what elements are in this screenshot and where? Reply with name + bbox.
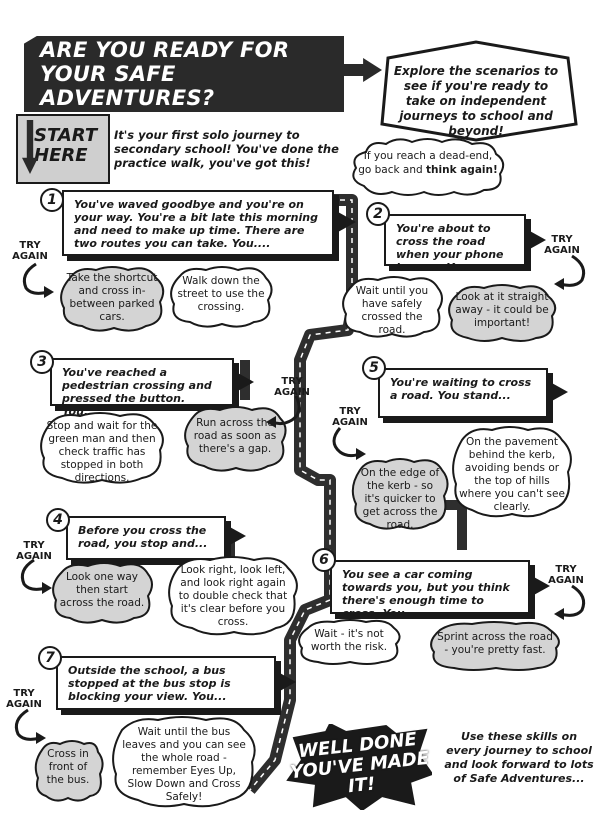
cloud-icon — [452, 426, 572, 518]
cloud-icon — [112, 716, 256, 808]
curved-arrow-icon — [20, 558, 52, 594]
step-1-answer-a[interactable]: Take the shortcut and cross in-between p… — [56, 264, 168, 334]
step-6-answer-b[interactable]: Sprint across the road - you're pretty f… — [426, 620, 564, 672]
try-again-label: TRY AGAIN — [12, 240, 48, 262]
cloud-icon — [352, 138, 505, 196]
cloud-icon — [60, 266, 165, 332]
dead-end-emphasis: think again! — [426, 164, 498, 176]
step-5-question: You're waiting to cross a road. You stan… — [378, 368, 548, 418]
step-4-answer-a[interactable]: Look one way then start across the road. — [48, 560, 156, 626]
page-title: ARE YOU READY FOR YOUR SAFE ADVENTURES? — [40, 38, 290, 110]
step-6-question: You see a car coming towards you, but yo… — [330, 560, 530, 620]
step-number: 2 — [366, 202, 390, 226]
final-text: Use these skills on every journey to sch… — [444, 730, 594, 785]
step-1-answer-b[interactable]: Walk down the street to use the crossing… — [166, 264, 276, 330]
burst-icon — [286, 724, 432, 810]
step-7-answer-b[interactable]: Wait until the bus leaves and you can se… — [108, 714, 260, 810]
step-2-answer-b[interactable]: Look at it straight away - it could be i… — [444, 282, 560, 344]
cloud-icon — [351, 458, 449, 530]
step-number: 7 — [38, 646, 62, 670]
cloud-icon — [430, 621, 560, 671]
step-number: 3 — [30, 350, 54, 374]
intro-text: Explore the scenarios to see if you're r… — [393, 64, 559, 138]
step-3-question: You've reached a pedestrian crossing and… — [50, 358, 234, 418]
step-1-question: You've waved goodbye and you're on your … — [62, 190, 334, 256]
speech-bubble-icon — [380, 40, 578, 142]
step-7-question: Outside the school, a bus stopped at the… — [56, 656, 276, 710]
curved-arrow-icon — [554, 584, 586, 620]
cloud-icon — [40, 412, 164, 484]
intro-bubble: Explore the scenarios to see if you're r… — [372, 38, 580, 144]
try-again-label: TRY AGAIN — [548, 564, 584, 586]
step-5-answer-a[interactable]: On the edge of the kerb - so it's quicke… — [348, 456, 452, 532]
cloud-icon — [298, 619, 401, 665]
cloud-icon — [34, 740, 104, 802]
curved-arrow-icon — [266, 395, 301, 428]
step-number: 6 — [312, 548, 336, 572]
step-3-answer-b[interactable]: Run across the road as soon as there's a… — [180, 404, 290, 474]
title-banner: ARE YOU READY FOR YOUR SAFE ADVENTURES? — [24, 36, 344, 112]
cloud-icon — [184, 406, 287, 472]
dead-end-bubble: If you reach a dead-end, go back and thi… — [346, 136, 510, 198]
step-number: 1 — [40, 188, 64, 212]
step-2-answer-a[interactable]: Wait until you have safely crossed the r… — [338, 274, 446, 340]
step-4-question: Before you cross the road, you stop and.… — [66, 516, 226, 560]
curved-arrow-icon — [22, 262, 54, 298]
step-number: 4 — [46, 508, 70, 532]
cloud-icon — [342, 276, 443, 338]
curved-arrow-icon — [14, 708, 46, 744]
try-again-label: TRY AGAIN — [16, 540, 52, 562]
step-4-answer-b[interactable]: Look right, look left, and look right ag… — [164, 554, 302, 638]
try-again-label: TRY AGAIN — [6, 688, 42, 710]
well-done-badge: WELL DONE YOU'VE MADE IT! — [286, 724, 432, 810]
step-3-answer-a[interactable]: Stop and wait for the green man and then… — [36, 410, 168, 486]
well-done-text: WELL DONE YOU'VE MADE IT! — [289, 728, 430, 798]
start-text: It's your first solo journey to secondar… — [114, 128, 339, 170]
step-number: 5 — [362, 356, 386, 380]
curved-arrow-icon — [332, 427, 366, 460]
start-label: START HERE — [34, 125, 98, 166]
curved-arrow-icon — [554, 254, 586, 290]
step-5-answer-b[interactable]: On the pavement behind the kerb, avoidin… — [448, 424, 576, 520]
step-7-answer-a[interactable]: Cross in front of the bus. — [32, 738, 104, 804]
cloud-icon — [448, 284, 557, 342]
cloud-icon — [170, 266, 273, 328]
try-again-label: TRY AGAIN — [274, 376, 310, 398]
cloud-icon — [52, 562, 153, 624]
dead-end-text: If you reach a dead-end, go back and — [358, 150, 493, 176]
try-again-label: TRY AGAIN — [544, 234, 580, 256]
step-6-answer-a[interactable]: Wait - it's not worth the risk. — [294, 618, 404, 666]
cloud-icon — [168, 556, 298, 636]
step-2-question: You're about to cross the road when your… — [384, 214, 526, 274]
try-again-label: TRY AGAIN — [332, 406, 368, 428]
